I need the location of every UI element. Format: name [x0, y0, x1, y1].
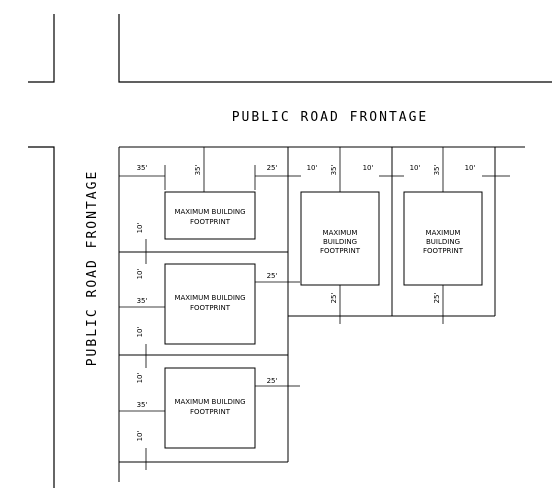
- lot-lines: [118, 146, 525, 482]
- block-edge-top: [118, 14, 552, 83]
- dim-label-right: 25': [267, 164, 278, 172]
- dim-label-10: 10': [136, 269, 144, 280]
- footprint-lot-1: MAXIMUM BUILDING FOOTPRINT: [164, 191, 256, 240]
- dim-label-right: 25': [267, 377, 278, 385]
- dim-label-side: 10': [410, 164, 421, 172]
- footprint-lot-5: MAXIMUM BUILDING FOOTPRINT: [403, 191, 483, 286]
- dim-label-10: 10': [136, 373, 144, 384]
- dim-label-side: 10': [363, 164, 374, 172]
- footprint-lot-3: MAXIMUM BUILDING FOOTPRINT: [164, 367, 256, 449]
- footprint-lot-2: MAXIMUM BUILDING FOOTPRINT: [164, 263, 256, 345]
- dim-label-10: 10': [136, 327, 144, 338]
- dim-label-10: 10': [136, 223, 144, 234]
- footprint-lot-4: MAXIMUM BUILDING FOOTPRINT: [300, 191, 380, 286]
- footprint-box: [164, 191, 256, 240]
- footprint-label: FOOTPRINT: [423, 247, 464, 255]
- street-edges: [28, 14, 552, 488]
- footprint-label: MAXIMUM BUILDING: [174, 208, 245, 216]
- dimension-labels: 35' 35' 25' 10' 35' 10' 10' 35' 10' 10' …: [136, 164, 475, 441]
- dim-label-front: 35': [194, 165, 202, 176]
- dim-label-rear: 25': [433, 293, 441, 304]
- dim-label-side: 35': [137, 164, 148, 172]
- block-edge-left: [28, 146, 55, 488]
- dimension-lines: [118, 147, 510, 470]
- footprint-label: FOOTPRINT: [320, 247, 361, 255]
- footprint-label: BUILDING: [323, 238, 357, 246]
- corner-curb-topleft: [28, 14, 55, 83]
- footprint-label: MAXIMUM BUILDING: [174, 294, 245, 302]
- dim-label-10: 10': [136, 431, 144, 442]
- road-label-left: PUBLIC ROAD FRONTAGE: [85, 170, 100, 367]
- footprint-box: [164, 263, 256, 345]
- footprint-label: FOOTPRINT: [190, 408, 231, 416]
- dim-label-front: 35': [330, 165, 338, 176]
- dim-label-rear: 25': [330, 293, 338, 304]
- dim-label-side: 35': [137, 401, 148, 409]
- dim-label-side: 10': [465, 164, 476, 172]
- dim-label-side: 10': [307, 164, 318, 172]
- footprint-label: FOOTPRINT: [190, 218, 231, 226]
- footprint-box: [164, 367, 256, 449]
- footprint-label: FOOTPRINT: [190, 304, 231, 312]
- dim-label-side: 35': [137, 297, 148, 305]
- footprint-label: MAXIMUM: [323, 229, 358, 237]
- footprint-label: MAXIMUM: [426, 229, 461, 237]
- footprint-label: MAXIMUM BUILDING: [174, 398, 245, 406]
- dim-label-right: 25': [267, 272, 278, 280]
- footprint-label: BUILDING: [426, 238, 460, 246]
- road-label-top: PUBLIC ROAD FRONTAGE: [232, 110, 429, 125]
- dim-label-front: 35': [433, 165, 441, 176]
